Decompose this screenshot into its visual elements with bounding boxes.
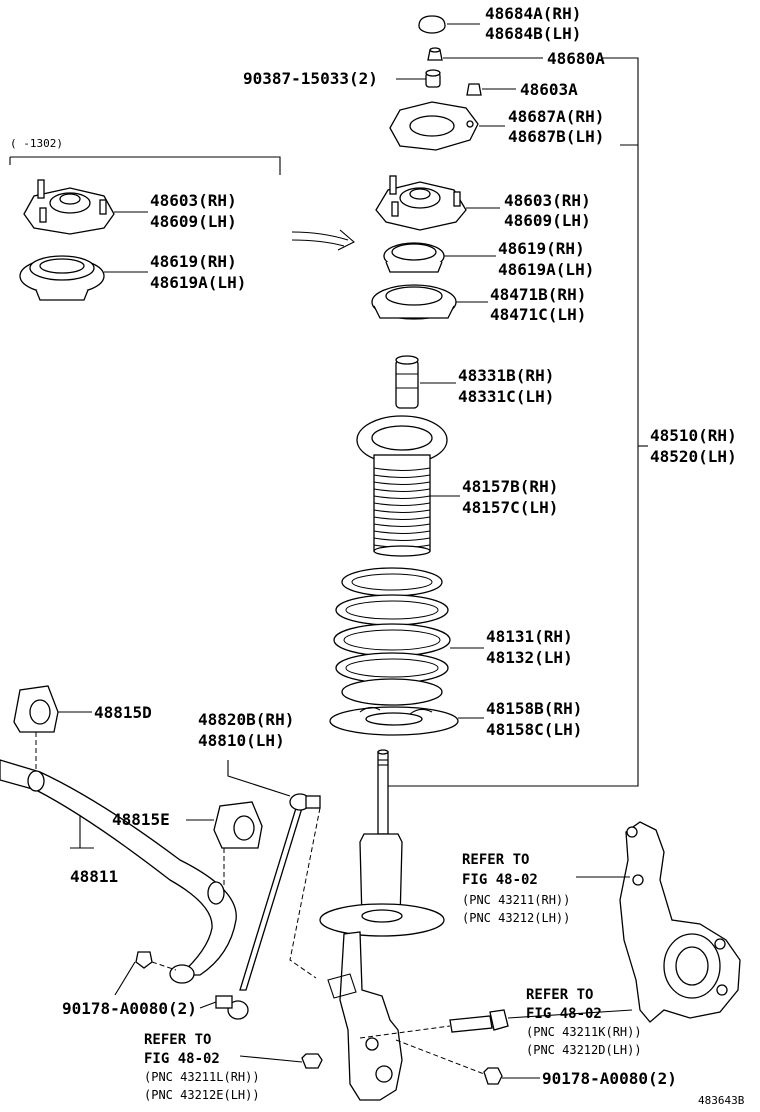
ref-bolt-line3: (PNC 43211K(RH)) <box>526 1025 642 1039</box>
label-48609: 48609(LH) <box>504 211 591 230</box>
ref-knuckle-line2: FIG 48-02 <box>462 872 538 888</box>
label-48331b: 48331B(RH) <box>458 366 554 385</box>
boot-rib <box>373 502 431 507</box>
nut-left-part[interactable] <box>135 951 153 969</box>
label-48811: 48811 <box>70 867 118 886</box>
label-48684b: 48684B(LH) <box>485 24 581 43</box>
label-48158c: 48158C(LH) <box>486 720 582 739</box>
label-48815e: 48815E <box>112 810 170 829</box>
knuckle-bolt-part[interactable] <box>449 1009 509 1033</box>
boot-rib <box>373 495 431 500</box>
stabilizer-bushing-e-part[interactable] <box>213 801 263 849</box>
label-48619a: 48619A(LH) <box>498 260 594 279</box>
knuckle-nut-part[interactable] <box>301 1053 323 1069</box>
label-90178-right: 90178-A0080(2) <box>542 1069 677 1088</box>
ref-knuckle-line4: (PNC 43212(LH)) <box>462 911 570 925</box>
ref-bolt-line2: FIG 48-02 <box>526 1006 602 1022</box>
label-48131: 48131(RH) <box>486 627 573 646</box>
label-48603a: 48603A <box>520 80 578 99</box>
label-48510: 48510(RH) <box>650 426 737 445</box>
label-48684: 48684A(RH) <box>485 4 581 23</box>
ref-nut-line3: (PNC 43211L(RH)) <box>144 1070 260 1084</box>
coil-spring-part[interactable] <box>333 567 451 706</box>
label-48619: 48619(RH) <box>498 239 585 258</box>
ref-nut-line4: (PNC 43212E(LH)) <box>144 1088 260 1102</box>
label-old-48619a: 48619A(LH) <box>150 273 246 292</box>
nut-right-part[interactable] <box>483 1067 503 1085</box>
label-48158b: 48158B(RH) <box>486 699 582 718</box>
boot-rib <box>373 467 431 472</box>
label-48820b: 48820B(RH) <box>198 710 294 729</box>
dust-boot-part[interactable] <box>356 415 448 557</box>
label-old-48619: 48619(RH) <box>150 252 237 271</box>
label-48157c: 48157C(LH) <box>462 498 558 517</box>
stabilizer-bushing-d-part[interactable] <box>13 685 59 733</box>
change-arrow-icon <box>291 229 355 251</box>
ref-knuckle-line3: (PNC 43211(RH)) <box>462 893 570 907</box>
collar-part[interactable] <box>425 69 441 88</box>
label-48687b: 48687B(LH) <box>508 127 604 146</box>
ref-knuckle-line1: REFER TO <box>462 852 529 868</box>
bump-stopper-part[interactable] <box>395 355 419 409</box>
boot-rib <box>373 516 431 521</box>
label-48471b: 48471B(RH) <box>490 285 586 304</box>
boot-rib <box>373 537 431 542</box>
label-90387: 90387-15033(2) <box>243 69 378 88</box>
upper-nut-part[interactable] <box>427 47 443 61</box>
steering-knuckle-part[interactable] <box>619 821 741 1023</box>
boot-rib <box>373 523 431 528</box>
strut-mount-part[interactable] <box>375 175 467 231</box>
bearing-part[interactable] <box>383 242 445 273</box>
boot-rib <box>373 488 431 493</box>
boot-rib <box>373 509 431 514</box>
ref-nut-line2: FIG 48-02 <box>144 1051 220 1067</box>
label-48331c: 48331C(LH) <box>458 387 554 406</box>
label-90178-left: 90178-A0080(2) <box>62 999 197 1018</box>
label-48132: 48132(LH) <box>486 648 573 667</box>
diagram-id: 483643B <box>698 1094 745 1107</box>
boot-rib <box>373 481 431 486</box>
support-plate-part[interactable] <box>389 101 479 151</box>
label-48520: 48520(LH) <box>650 447 737 466</box>
label-48810: 48810(LH) <box>198 731 285 750</box>
old-strut-mount-part[interactable] <box>23 179 115 235</box>
ref-bolt-line1: REFER TO <box>526 987 593 1003</box>
stabilizer-bar-part[interactable] <box>0 759 237 984</box>
stabilizer-link-part[interactable] <box>215 793 321 1020</box>
label-48687a: 48687A(RH) <box>508 107 604 126</box>
ref-bolt-line4: (PNC 43212D(LH)) <box>526 1043 642 1057</box>
date-range-label: ( -1302) <box>10 137 63 150</box>
upper-spring-seat-part[interactable] <box>371 284 457 320</box>
label-old-48603: 48603(RH) <box>150 191 237 210</box>
shock-absorber-part[interactable] <box>319 749 445 1101</box>
label-48680a: 48680A <box>547 49 605 68</box>
old-bearing-part[interactable] <box>19 255 105 301</box>
label-48157b: 48157B(RH) <box>462 477 558 496</box>
ref-nut-line1: REFER TO <box>144 1032 211 1048</box>
label-48815d: 48815D <box>94 703 152 722</box>
boot-rib <box>373 530 431 535</box>
boot-rib <box>373 474 431 479</box>
lower-insulator-part[interactable] <box>329 706 459 736</box>
label-old-48609: 48609(LH) <box>150 212 237 231</box>
label-48471c: 48471C(LH) <box>490 305 586 324</box>
nut-48603a-part[interactable] <box>466 83 482 96</box>
label-48603: 48603(RH) <box>504 191 591 210</box>
dust-cap-part[interactable] <box>418 15 446 34</box>
